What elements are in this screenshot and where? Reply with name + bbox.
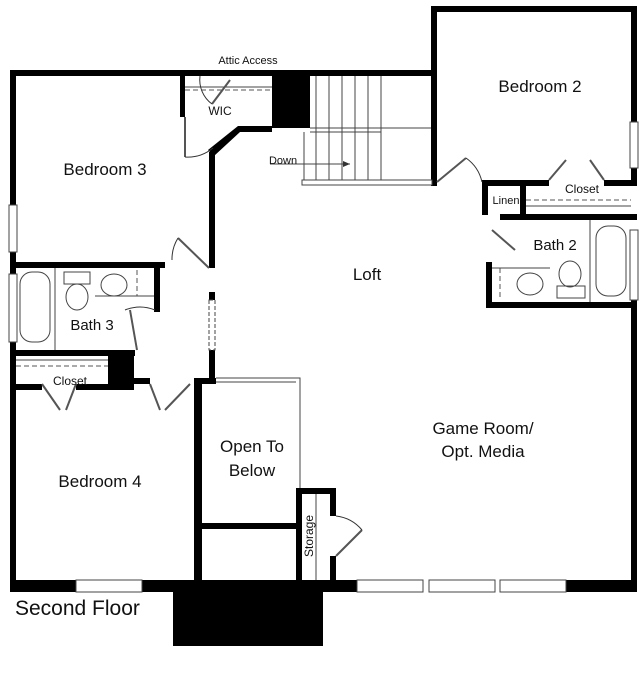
label-loft: Loft [353, 265, 382, 284]
label-bath-3: Bath 3 [70, 317, 113, 334]
label-linen: Linen [493, 195, 520, 207]
label-storage: Storage [302, 515, 316, 557]
label-wic: WIC [208, 104, 232, 118]
fixtures [16, 76, 631, 580]
label-open-to-below-2: Below [229, 461, 276, 480]
label-game-room-1: Game Room/ [432, 419, 533, 438]
label-closet-bedroom-4: Closet [53, 374, 88, 388]
label-bedroom-4: Bedroom 4 [58, 472, 141, 491]
walls [10, 6, 637, 646]
label-attic-access: Attic Access [218, 55, 278, 67]
room-labels: Bedroom 2 Bedroom 3 Bedroom 4 WIC Attic … [15, 55, 600, 620]
label-bedroom-2: Bedroom 2 [498, 77, 581, 96]
label-stairs-down: Down [269, 155, 297, 167]
plan-title: Second Floor [15, 597, 140, 620]
stair-treads [303, 76, 382, 182]
windows [8, 121, 639, 593]
arrow-icon [343, 161, 350, 167]
label-closet-bedroom-2: Closet [565, 182, 600, 196]
label-game-room-2: Opt. Media [441, 442, 525, 461]
label-open-to-below-1: Open To [220, 437, 284, 456]
label-bath-2: Bath 2 [533, 237, 576, 254]
label-bedroom-3: Bedroom 3 [63, 160, 146, 179]
doors [41, 75, 605, 557]
